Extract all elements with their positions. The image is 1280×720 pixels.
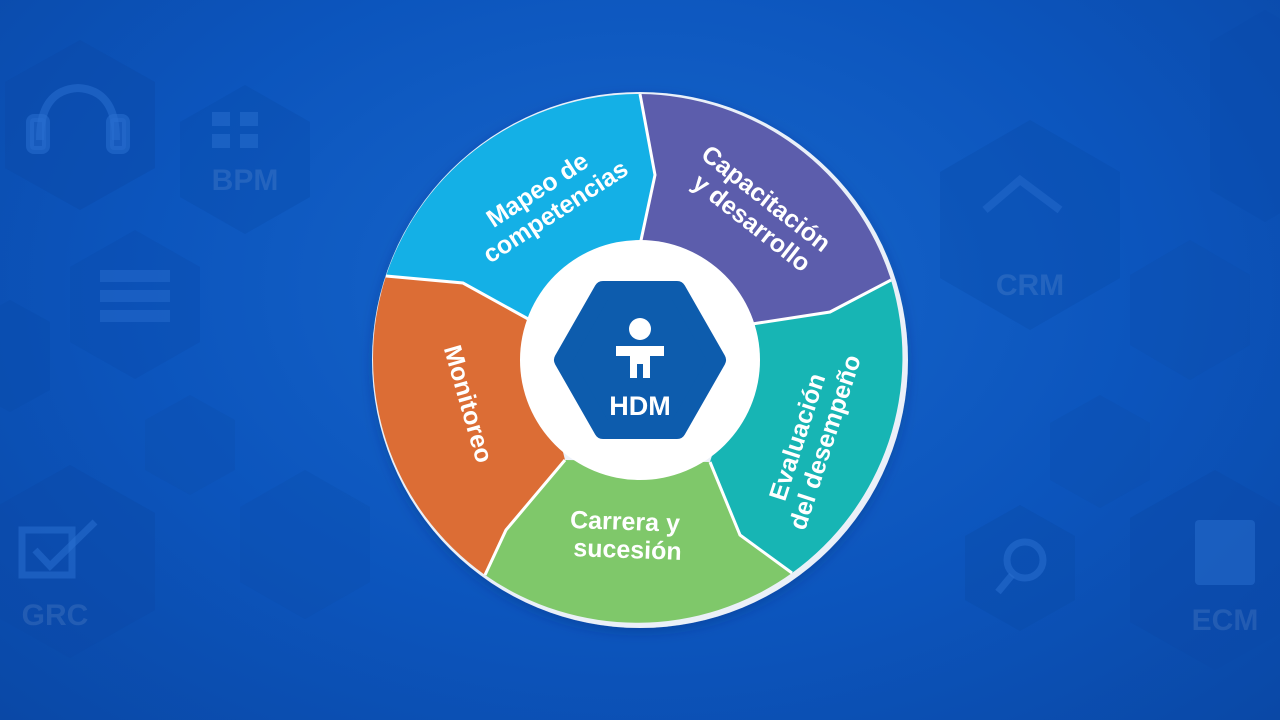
bg-tile-edge <box>0 300 50 412</box>
document-icon <box>100 270 170 322</box>
file-icon <box>1195 520 1255 585</box>
handshake-icon <box>982 174 1063 214</box>
person-icon <box>616 318 664 378</box>
segment-label-carrera: Carrera y sucesión <box>569 506 688 566</box>
bg-tile-small-right <box>1050 395 1150 508</box>
bg-tile-headset <box>5 40 155 210</box>
checkbox-icon <box>18 519 98 579</box>
center-label: HDM <box>609 391 671 421</box>
bg-tile-grc: GRC <box>0 465 155 658</box>
segment-monitoreo[interactable] <box>373 276 565 575</box>
headset-icon <box>26 83 130 154</box>
segment-dividers <box>385 93 892 576</box>
bg-tile-label-crm: CRM <box>996 269 1064 302</box>
bg-tile-crm: CRM <box>940 120 1120 330</box>
bg-tile-document <box>70 230 200 379</box>
center-hexagon[interactable]: HDM <box>554 281 726 439</box>
search-icon <box>995 538 1047 595</box>
bg-tile-label-bpm: BPM <box>212 164 279 197</box>
bg-tile-label-ecm: ECM <box>1192 604 1259 637</box>
bg-tile-faint-left <box>240 470 370 619</box>
bg-tile-search <box>965 505 1075 631</box>
bg-tile-edge-right <box>1210 10 1280 222</box>
bg-tile-label-grc: GRC <box>22 599 89 632</box>
bg-tile-faint-right <box>1130 240 1250 380</box>
bg-tile-small-left <box>145 395 235 495</box>
bg-tile-bpm: BPM <box>180 85 310 234</box>
flowchart-icon <box>212 112 258 148</box>
segment-carrera[interactable] <box>485 460 792 623</box>
bg-tile-ecm: ECM <box>1130 470 1280 670</box>
